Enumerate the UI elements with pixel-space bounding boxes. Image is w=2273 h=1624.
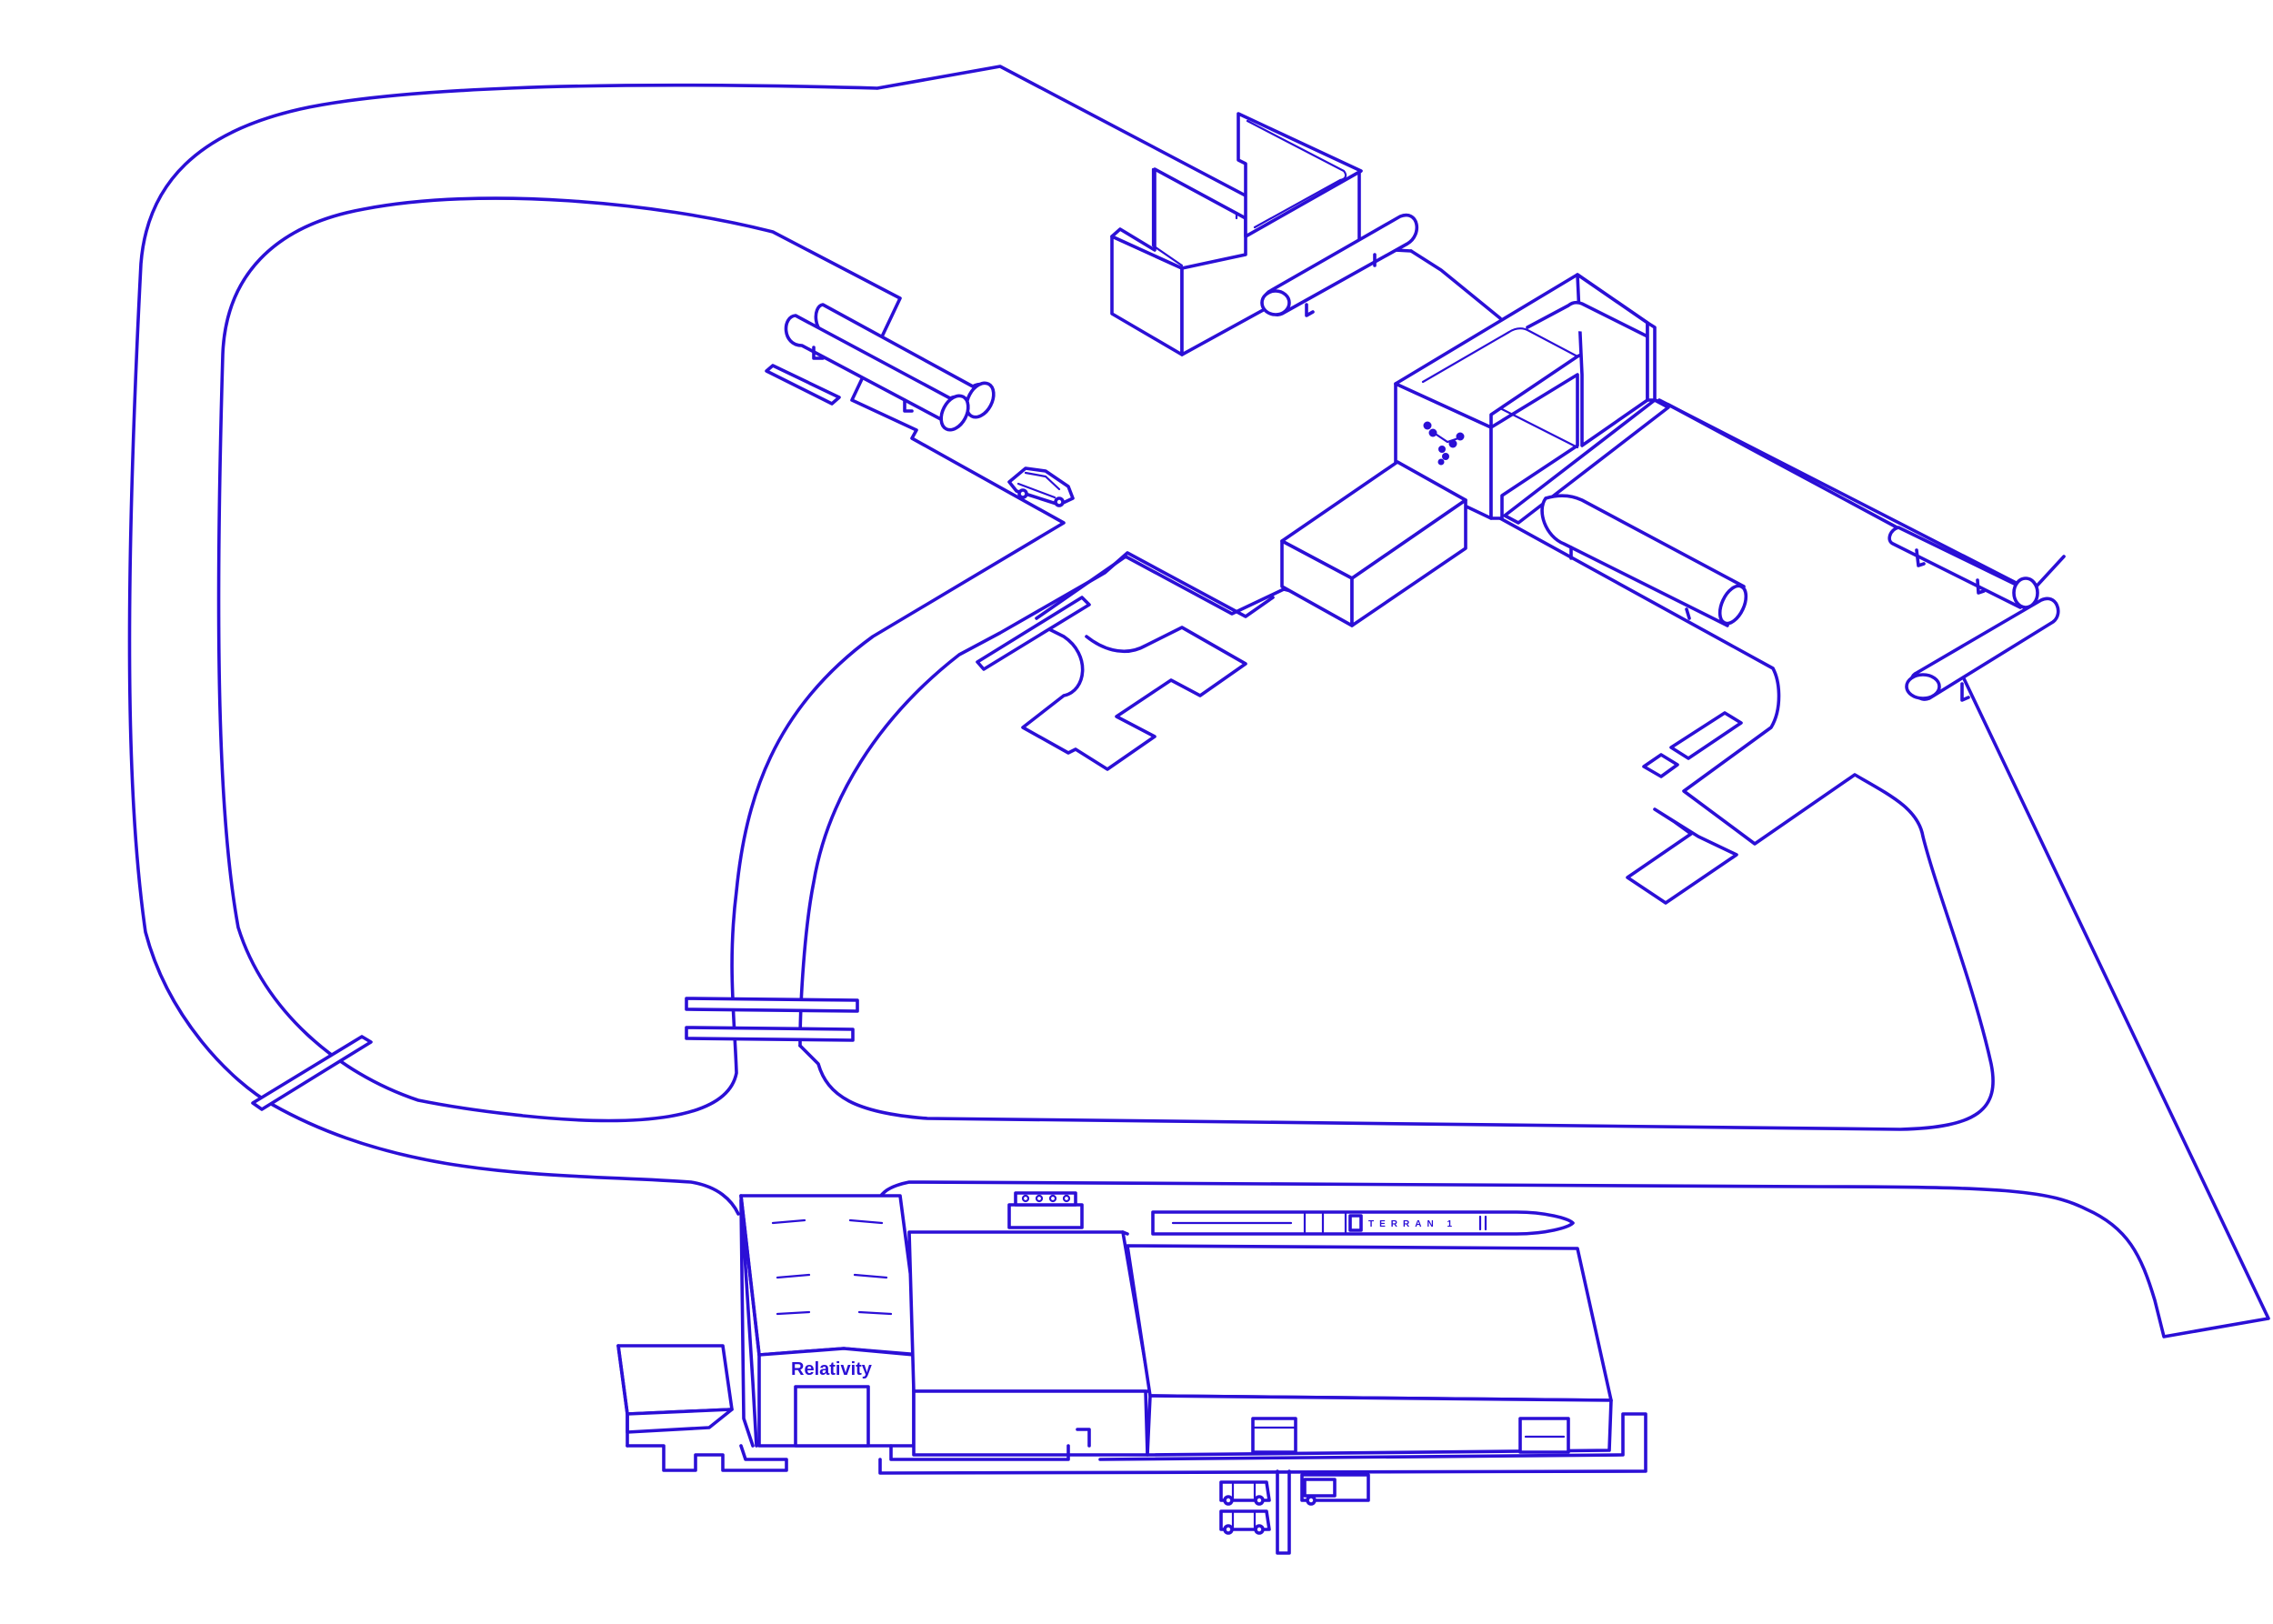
roof-skylights	[771, 1218, 893, 1316]
inner-loop-road	[216, 196, 1066, 1123]
crossing-center-1	[685, 997, 859, 1013]
mid-hall-roof	[907, 1230, 1152, 1393]
relativity-logo-icon	[1423, 421, 1465, 466]
big-hall-roof	[1126, 1244, 1613, 1402]
main-hall-door	[794, 1385, 870, 1448]
rocket-label: TERRAN 1	[1368, 1219, 1457, 1229]
pad-e2	[1642, 753, 1679, 778]
car-icon	[1219, 1509, 1271, 1535]
annex-roof	[616, 1344, 734, 1416]
pad-e3	[1626, 807, 1738, 905]
crossing-diag	[976, 596, 1091, 671]
east-loop-road	[798, 249, 2270, 1338]
crossing-center-2	[685, 1026, 855, 1042]
small-pad-nw	[765, 364, 841, 406]
brand-sign: Relativity	[791, 1359, 873, 1379]
storage-tank-icon	[1887, 526, 2037, 609]
pad-e1	[1669, 711, 1743, 760]
tank-east-3	[1905, 596, 2060, 702]
tank-farm-nw	[784, 303, 996, 432]
parking-spine	[1276, 1469, 1291, 1555]
tank-north	[1260, 213, 1419, 317]
test-stand-right-frame	[1489, 373, 1579, 520]
east-access-road	[798, 516, 1995, 1131]
big-hall-door-1	[1251, 1417, 1297, 1454]
test-stand-upper-block	[1526, 300, 1649, 338]
center-box-side	[1350, 498, 1467, 627]
factory-apron	[626, 1412, 1647, 1475]
building-center-box	[1280, 460, 1467, 627]
storage-tank-icon	[965, 381, 996, 419]
rocket-icon: TERRAN 1	[1151, 1210, 1575, 1236]
car-icon	[1007, 466, 1075, 507]
annex-wall	[626, 1408, 734, 1434]
rocket-body	[1151, 1210, 1575, 1236]
car-icon	[1300, 1473, 1370, 1506]
storage-tank-icon	[1540, 494, 1746, 627]
building-north-block	[1110, 112, 1363, 356]
east-pads	[1626, 711, 1743, 905]
tank-east-2	[1887, 526, 2039, 609]
car-icon	[1219, 1480, 1271, 1506]
test-stand-building	[1394, 273, 1902, 531]
main-hall-roof	[739, 1194, 923, 1357]
tank-east-1	[1540, 494, 1748, 627]
center-plot-road	[1021, 555, 1293, 771]
big-hall-door-2	[1518, 1417, 1570, 1454]
mid-hall-front	[912, 1389, 1149, 1457]
crossing-west	[251, 1035, 373, 1111]
factory-complex: Relativity	[616, 1191, 1647, 1555]
storage-tank-icon	[939, 394, 970, 432]
roof-hvac-unit	[1007, 1191, 1084, 1229]
road-crossings	[251, 364, 1091, 1111]
